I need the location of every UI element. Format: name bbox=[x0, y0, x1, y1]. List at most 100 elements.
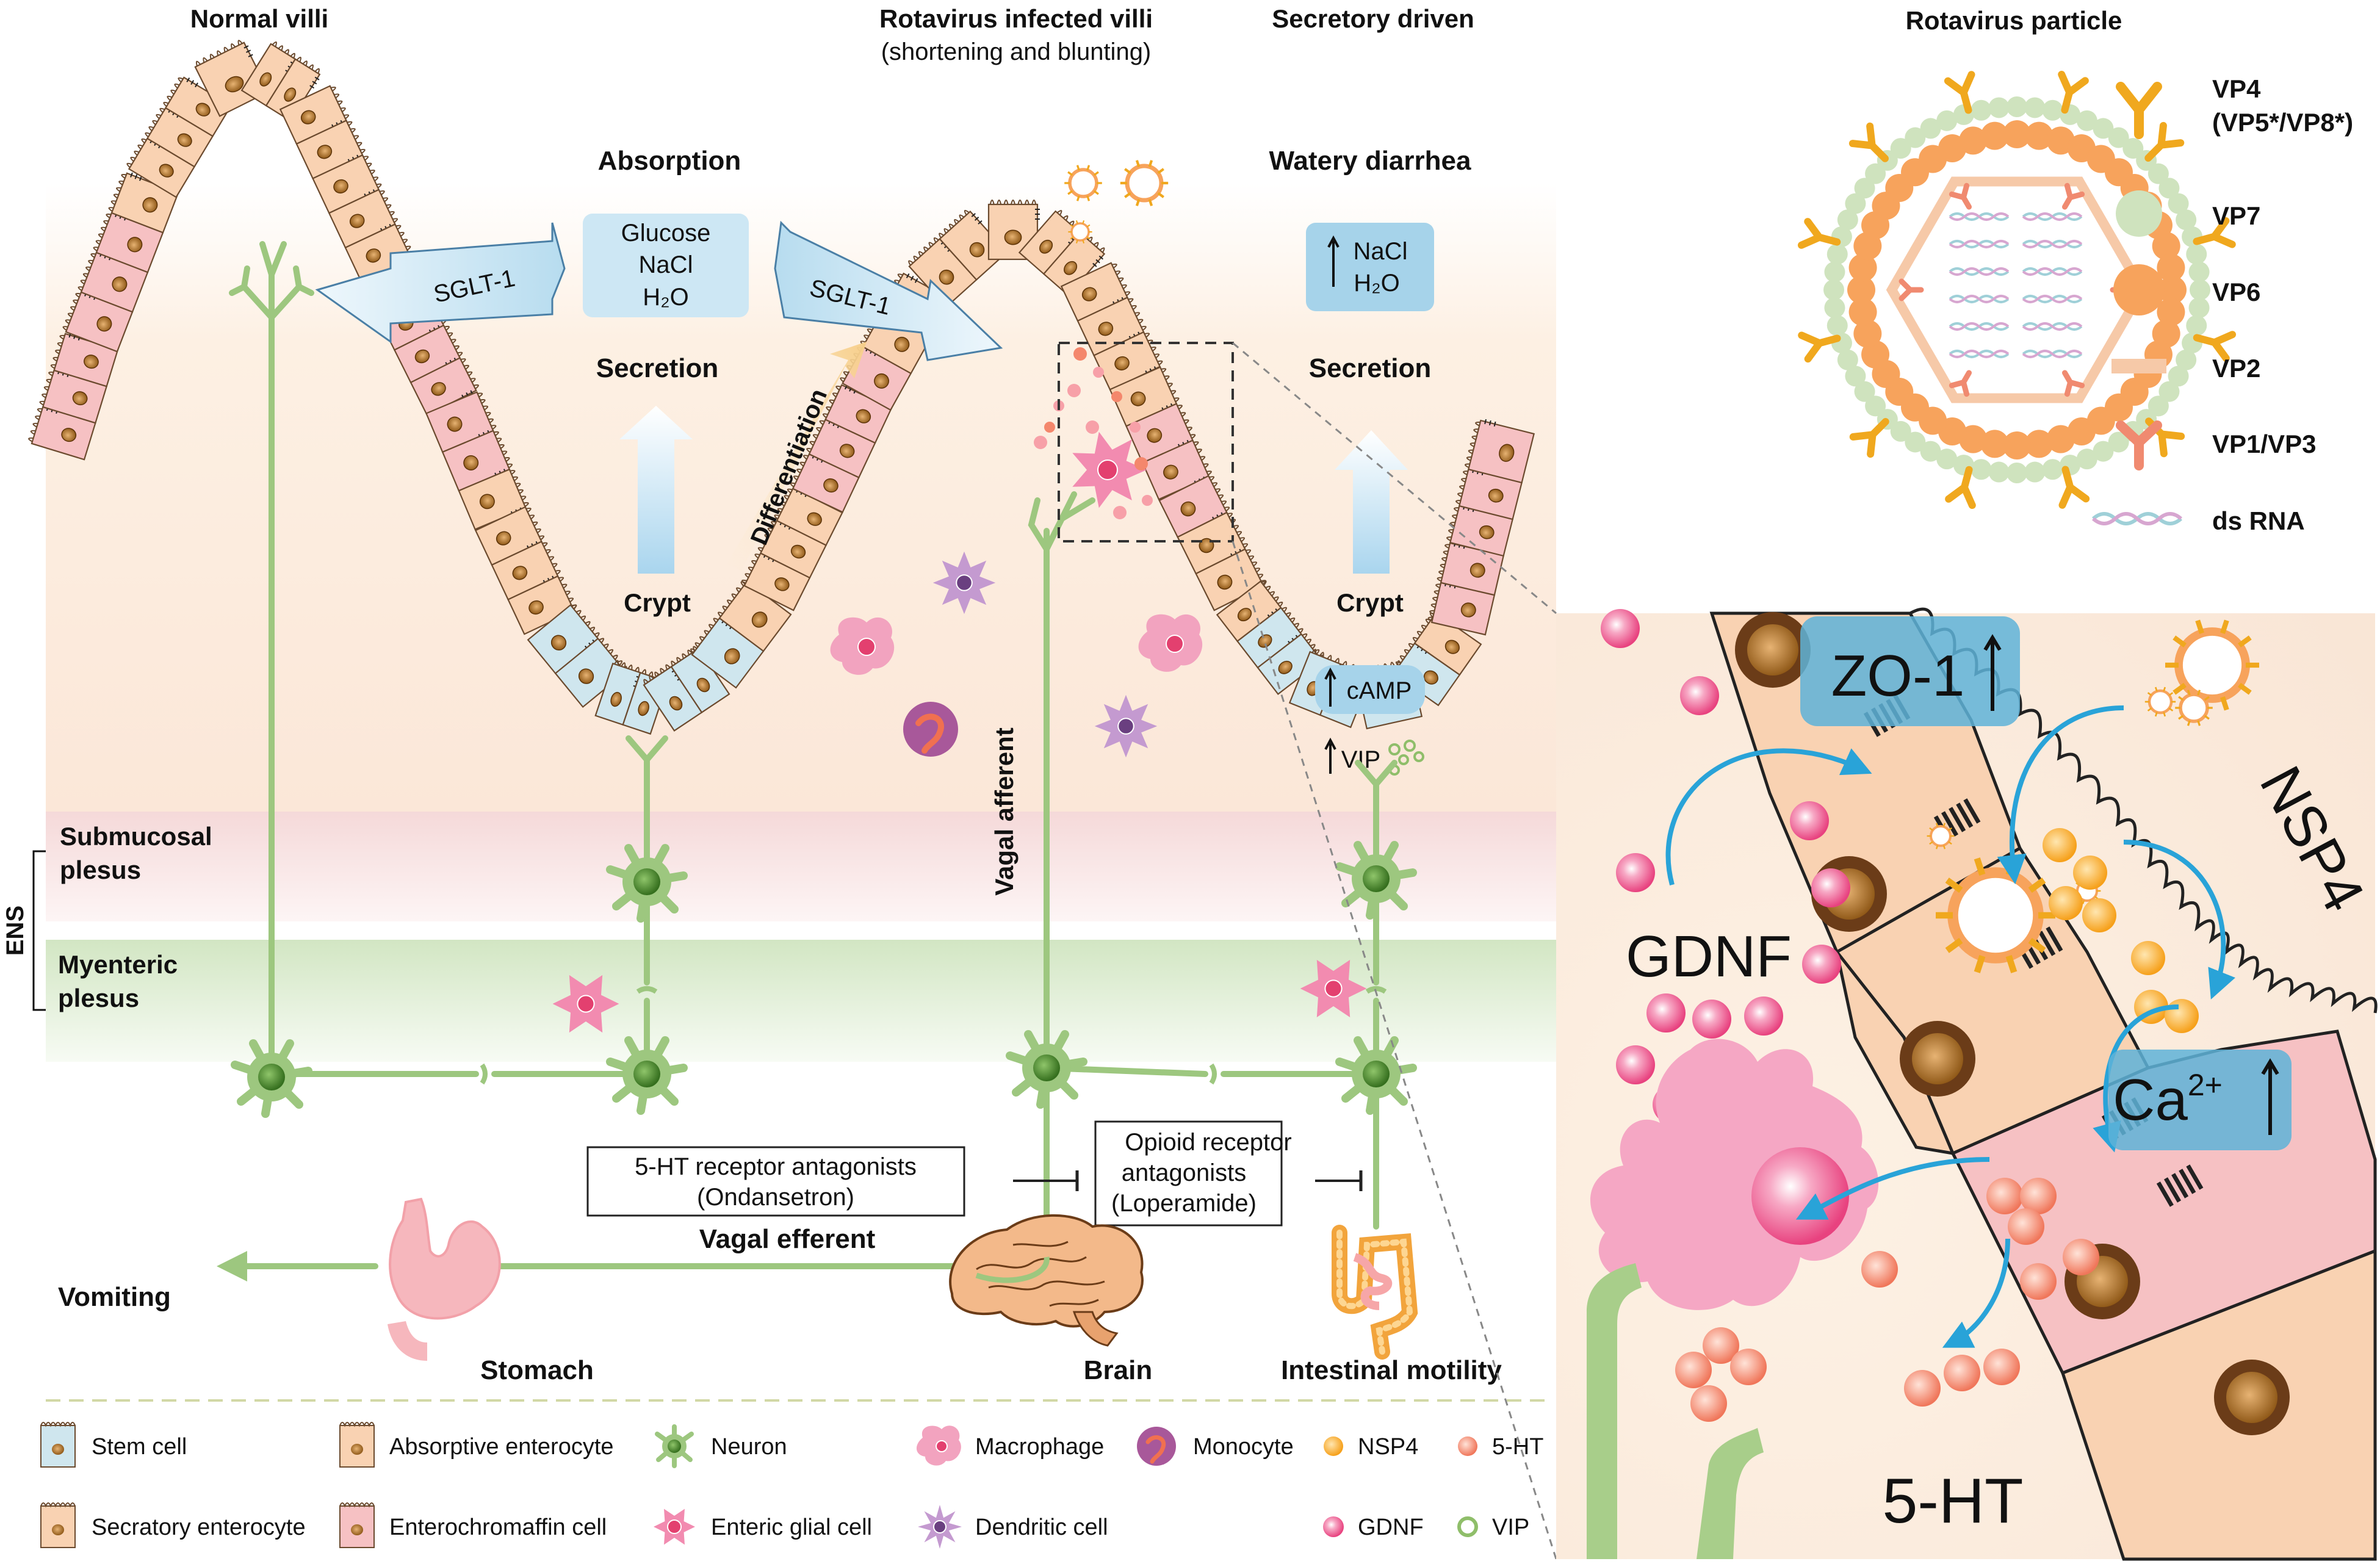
5ht-granule bbox=[1093, 367, 1104, 378]
legend-stem-cell: Stem cell bbox=[92, 1434, 187, 1460]
5ht-molecule bbox=[1983, 1349, 2020, 1385]
title-rotavirus-villi-sub: (shortening and blunting) bbox=[881, 38, 1152, 65]
vp4-spike bbox=[1945, 466, 1976, 510]
stomach-label: Stomach bbox=[480, 1355, 594, 1385]
vp6-subunit bbox=[2003, 431, 2031, 459]
vp1-vp3-complex bbox=[1899, 278, 1924, 301]
svg-text:antagonists: antagonists bbox=[1122, 1159, 1247, 1186]
enterocyte bbox=[265, 57, 321, 122]
ens-bracket bbox=[32, 850, 46, 1011]
vp7-subunit bbox=[2007, 96, 2027, 117]
monocyte-icon bbox=[1137, 1427, 1176, 1466]
vp1-vp3-complex bbox=[2062, 370, 2085, 397]
gdnf-molecule bbox=[1744, 996, 1783, 1036]
vp7-subunit bbox=[1826, 243, 1848, 265]
svg-text:5-HT receptor antagonists: 5-HT receptor antagonists bbox=[635, 1153, 917, 1180]
title-normal-villi: Normal villi bbox=[190, 4, 328, 33]
5ht-icon bbox=[1458, 1436, 1477, 1456]
calcium-box bbox=[2108, 1050, 2292, 1150]
enterocyte bbox=[594, 660, 641, 726]
5ht-granule bbox=[1067, 384, 1081, 397]
neuron bbox=[606, 844, 688, 923]
submucosal-plexus-label-2: plesus bbox=[60, 856, 141, 884]
enterocyte bbox=[1060, 262, 1131, 322]
signal-arrow bbox=[1665, 748, 1872, 886]
rotavirus-icon bbox=[1068, 220, 1092, 243]
brain-icon bbox=[949, 1214, 1144, 1347]
vp1-vp3-complex bbox=[1949, 182, 1972, 210]
vp6-subunit bbox=[2025, 121, 2054, 150]
stomach-icon bbox=[388, 1197, 501, 1361]
enteric-glial-cell-icon bbox=[654, 1508, 695, 1545]
vp7-subunit bbox=[1920, 118, 1941, 139]
5ht-granule bbox=[1034, 436, 1047, 449]
enterocyte bbox=[145, 107, 214, 168]
signal-arrow bbox=[1997, 705, 2124, 885]
enterocyte bbox=[806, 419, 876, 478]
absorbed-substances-box bbox=[583, 214, 749, 317]
vp7-subunit bbox=[2158, 381, 2180, 402]
vip-icon bbox=[1457, 1516, 1478, 1537]
vp7-subunit bbox=[2122, 138, 2144, 159]
neuron bbox=[231, 1039, 312, 1118]
enterocyte bbox=[643, 664, 703, 732]
signal-arrow bbox=[1942, 1238, 2010, 1348]
svg-text:(Ondansetron): (Ondansetron) bbox=[697, 1184, 854, 1211]
vp7-subunit bbox=[1905, 431, 1926, 453]
neuron bbox=[1335, 841, 1417, 920]
legend-5ht: 5-HT bbox=[1492, 1434, 1543, 1460]
vp7-subunit bbox=[2186, 315, 2207, 336]
submucosal-plexus-label-1: Submucosal bbox=[60, 822, 212, 851]
vp6-subunit bbox=[1848, 298, 1877, 326]
vp7-subunit bbox=[2147, 395, 2169, 417]
watery-diarrhea-label: Watery diarrhea bbox=[1269, 146, 1471, 176]
vp7-subunit bbox=[1971, 459, 1992, 480]
5ht-granule bbox=[1134, 457, 1148, 470]
vp6-subunit bbox=[1959, 126, 1988, 155]
legend-monocyte: Monocyte bbox=[1193, 1434, 1294, 1460]
particle-legend-dsrna: ds RNA bbox=[2212, 506, 2305, 535]
vp4-spike bbox=[1798, 331, 1841, 363]
5ht-molecule bbox=[2020, 1263, 2057, 1300]
vp7-subunit bbox=[1988, 97, 2010, 118]
vp7-subunit bbox=[2108, 127, 2129, 148]
vp6-subunit bbox=[1848, 253, 1877, 282]
zoom-region-marker bbox=[1058, 342, 1234, 542]
vp7-subunit bbox=[2024, 461, 2046, 483]
title-rotavirus-villi: Rotavirus infected villi bbox=[879, 4, 1153, 33]
legend-vip: VIP bbox=[1492, 1515, 1529, 1540]
enterocyte bbox=[312, 154, 382, 214]
monocyte bbox=[903, 702, 958, 757]
immune-cells bbox=[552, 160, 1367, 1033]
dsrna-icon bbox=[2092, 512, 2182, 525]
nsp4-particle bbox=[2165, 999, 2199, 1033]
tight-junction bbox=[2156, 1164, 2204, 1207]
secretion-up-arrow-right bbox=[1335, 430, 1408, 574]
vp6-subunit bbox=[2157, 253, 2185, 282]
vp7-subunit bbox=[1988, 461, 2010, 483]
legend-enterochromaffin-cell: Enterochromaffin cell bbox=[389, 1515, 607, 1540]
gdnf-molecule bbox=[1692, 1000, 1731, 1039]
antagonist-5ht-box: 5-HT receptor antagonists (Ondansetron) bbox=[586, 1146, 1079, 1217]
vp4-spike bbox=[1944, 71, 1975, 114]
tight-junction bbox=[1933, 798, 1981, 841]
nsp4-particle bbox=[2043, 828, 2077, 862]
gdnf-molecule bbox=[1802, 945, 1841, 984]
vp6-icon bbox=[2113, 264, 2165, 315]
vp7-subunit bbox=[2168, 366, 2189, 387]
vp7-subunit bbox=[1865, 395, 1886, 417]
camp-box bbox=[1315, 665, 1425, 714]
title-secretory-driven: Secretory driven bbox=[1272, 4, 1474, 33]
legend-absorptive-enterocyte: Absorptive enterocyte bbox=[389, 1434, 614, 1460]
vp2-icon bbox=[2111, 359, 2166, 373]
particle-legend bbox=[2092, 82, 2182, 525]
vp7-subunit bbox=[2168, 193, 2189, 214]
vagal-afferent-label: Vagal afferent bbox=[990, 727, 1019, 895]
particle-legend-vp6: VP6 bbox=[2212, 278, 2260, 306]
particle-legend-vp4-sub: (VP5*/VP8*) bbox=[2212, 108, 2353, 137]
vp6-subunit bbox=[1980, 121, 2009, 150]
vp4-spike bbox=[1848, 122, 1889, 162]
legend-secretory-enterocyte: Secratory enterocyte bbox=[92, 1515, 306, 1540]
enterocyte bbox=[939, 209, 1008, 281]
vp7-subunit bbox=[1890, 420, 1911, 442]
